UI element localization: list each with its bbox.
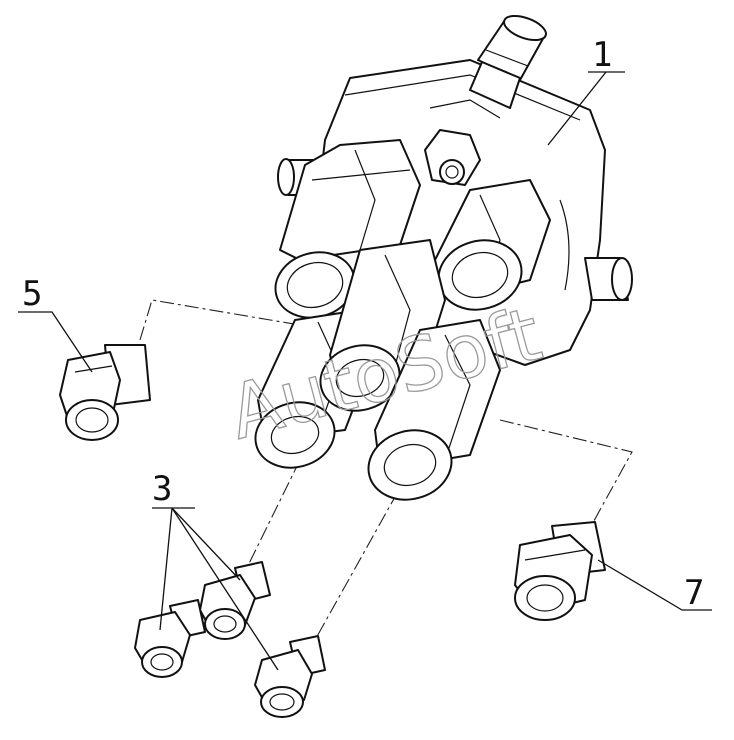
part-7-fitting [514,521,606,621]
inlet-pipe [469,14,547,109]
part-5-fitting [59,344,151,441]
callout-7: 7 [684,573,704,613]
top-small-nut [424,129,481,186]
callout-1: 1 [592,35,612,75]
part-3-fitting-c [254,635,326,718]
leader-lines [18,71,712,671]
part-3-fitting-a [199,561,271,640]
fitting-lower-right [367,319,501,501]
part-3-fitting-b [134,599,206,678]
callout-3: 3 [152,469,172,509]
side-plug-right [584,257,633,301]
callout-5: 5 [22,274,42,314]
